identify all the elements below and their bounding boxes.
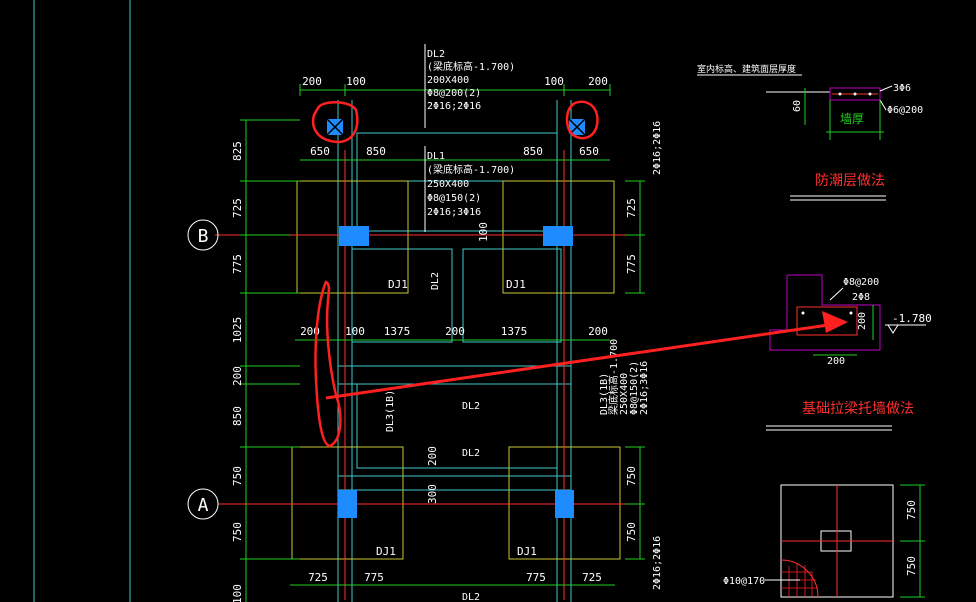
dim-text: 200 — [588, 325, 608, 338]
dim-text: 650 — [310, 145, 330, 158]
beam-note: 2Φ16;2Φ16 — [652, 536, 663, 590]
detail-note: 室内标高、建筑面层厚度 — [697, 63, 796, 75]
dim-text: 750 — [231, 466, 244, 486]
dim-text: 100 — [544, 75, 564, 88]
dim-text: 1025 — [231, 317, 244, 344]
beam-note: 2Φ16;2Φ16 — [427, 101, 481, 112]
footing-label: DJ1 — [388, 278, 408, 291]
beam-note: 2Φ16;2Φ16 — [652, 121, 663, 175]
detail-title: 防潮层做法 — [815, 173, 885, 189]
footing-label: DJ1 — [376, 545, 396, 558]
beam-note: Φ8@200(2) — [427, 88, 481, 99]
markup-annotations — [311, 100, 843, 448]
beam-label-dl2: DL2 — [462, 448, 480, 459]
detail-footing-plan: Φ10@170 750 750 — [723, 484, 925, 598]
svg-text:Φ8@200: Φ8@200 — [843, 277, 879, 288]
dim-text: 200 — [588, 75, 608, 88]
markup-arrow-head — [822, 311, 848, 333]
dim-text: 750 — [625, 466, 638, 486]
svg-text:-1.780: -1.780 — [892, 312, 932, 325]
dim-text: 200 — [445, 325, 465, 338]
svg-text:2Φ8: 2Φ8 — [852, 292, 870, 303]
svg-text:墙厚: 墙厚 — [840, 112, 864, 126]
dim-text: 850 — [366, 145, 386, 158]
beam-note: (梁底标高-1.700) — [427, 163, 515, 176]
dim-text: 850 — [523, 145, 543, 158]
beam-note: (梁底标高-1.700) — [427, 60, 515, 73]
dim-text: 100 — [477, 222, 490, 242]
axis-label-b: B — [198, 226, 209, 247]
beam-note: DL1 — [427, 151, 445, 162]
dim-text: 825 — [231, 141, 244, 161]
dim-text: 775 — [231, 254, 244, 274]
svg-text:750: 750 — [905, 500, 918, 520]
dim-text: 100 — [345, 325, 365, 338]
dim-text: 650 — [579, 145, 599, 158]
beam-outlines — [337, 100, 572, 602]
dim-text: 725 — [625, 198, 638, 218]
dimension-lines — [240, 84, 645, 602]
beam-label-dl3: DL3(1B) — [385, 390, 396, 432]
dim-text: 100 — [346, 75, 366, 88]
axis-label-a: A — [198, 495, 209, 516]
dim-text: 750 — [625, 522, 638, 542]
svg-text:750: 750 — [905, 556, 918, 576]
beam-label-dl2: DL2 — [462, 592, 480, 602]
detail-tie-beam: Φ8@200 2Φ8 200 -1.780 200 基础拉梁托墙做法 — [766, 274, 932, 431]
dim-text: 100 — [231, 584, 244, 602]
dim-text: 775 — [625, 254, 638, 274]
dim-text: 725 — [308, 571, 328, 584]
dim-text: 1375 — [384, 325, 411, 338]
beam-note: Φ8@150(2) — [427, 193, 481, 204]
axis-bubble-a — [187, 488, 219, 520]
svg-text:60: 60 — [792, 100, 803, 112]
beam-label-dl2: DL2 — [430, 272, 441, 290]
svg-text:Φ6@200: Φ6@200 — [887, 105, 923, 116]
footing-outlines — [291, 180, 621, 560]
beam-note: DL3(1B) — [599, 373, 610, 415]
svg-text:200: 200 — [827, 356, 845, 367]
svg-text:200: 200 — [857, 312, 868, 330]
beam-note: 250X400 — [619, 373, 630, 415]
dim-text: 775 — [364, 571, 384, 584]
dim-text: 200 — [426, 446, 439, 466]
beam-note: DL2 — [427, 49, 445, 60]
beam-note: 200X400 — [427, 75, 469, 86]
dim-text: 200 — [300, 325, 320, 338]
dim-text: 725 — [231, 198, 244, 218]
detail-moisture-proof: 室内标高、建筑面层厚度 3Φ6 Φ6@200 60 墙厚 防潮层做法 — [697, 63, 923, 201]
dim-text: 200 — [302, 75, 322, 88]
footing-label: DJ1 — [517, 545, 537, 558]
dim-text: 200 — [231, 366, 244, 386]
detail-title: 基础拉梁托墙做法 — [802, 400, 914, 417]
beam-note: 2Φ16;3Φ16 — [427, 207, 481, 218]
dim-text: 850 — [231, 406, 244, 426]
dim-text: 775 — [526, 571, 546, 584]
beam-note: Φ8@150(2) — [629, 361, 640, 415]
beam-note: 250X400 — [427, 179, 469, 190]
dim-text: 300 — [426, 484, 439, 504]
axis-bubble-b — [187, 219, 219, 251]
svg-text:Φ10@170: Φ10@170 — [723, 576, 765, 587]
beam-label-dl2: DL2 — [462, 401, 480, 412]
svg-text:3Φ6: 3Φ6 — [893, 83, 911, 94]
dim-text: 1375 — [501, 325, 528, 338]
dim-text: 750 — [231, 522, 244, 542]
footing-label: DJ1 — [506, 278, 526, 291]
dim-text: 725 — [582, 571, 602, 584]
beam-note: 2Φ16;3Φ16 — [639, 361, 650, 415]
